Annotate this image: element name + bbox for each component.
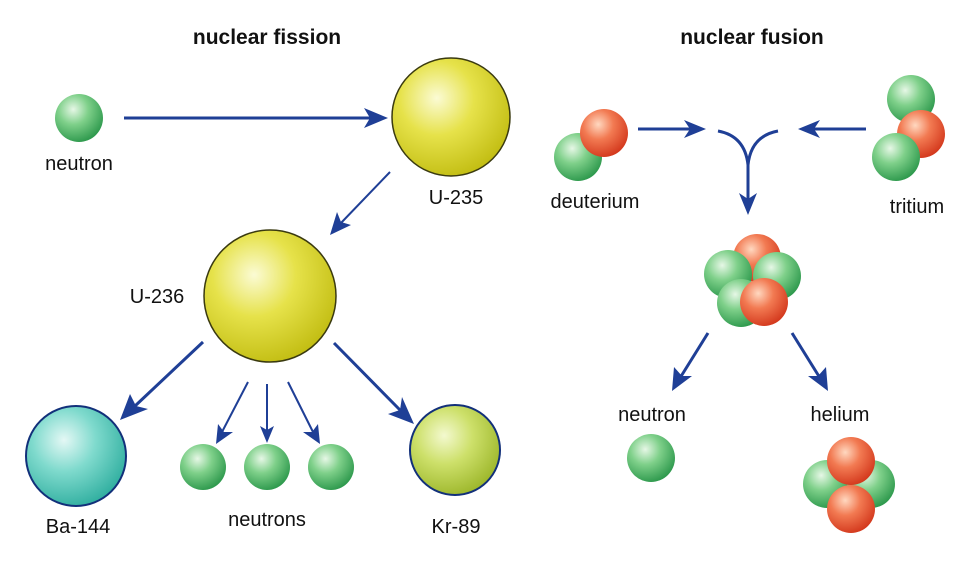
fusion-neutron-label: neutron [618, 404, 686, 426]
deuterium-nucleus [554, 109, 628, 181]
ba144-label: Ba-144 [46, 516, 111, 538]
arrow-neutron-to-u235 [124, 108, 388, 128]
tritium-neutron-particle-2 [872, 133, 920, 181]
kr89-nucleus [409, 404, 501, 496]
arrow-u236-to-neutron-2 [260, 384, 274, 443]
helium-proton-particle-1 [827, 437, 875, 485]
fused-proton-particle-2 [740, 278, 788, 326]
fusion-title: nuclear fusion [680, 26, 824, 49]
u236-nucleus [203, 229, 337, 363]
deuterium-label: deuterium [551, 191, 640, 213]
arrow-u235-to-u236 [330, 171, 391, 235]
tritium-nucleus [872, 75, 945, 181]
arrow-tritium-in [798, 120, 866, 138]
tritium-label: tritium [890, 196, 944, 218]
arrow-u236-to-ba144 [120, 340, 205, 420]
fission-title: nuclear fission [193, 26, 341, 49]
deuterium-proton-particle [580, 109, 628, 157]
arrow-u236-to-kr89 [332, 341, 414, 424]
arrow-deuterium-in [638, 120, 706, 138]
helium-label: helium [811, 404, 870, 426]
helium-nucleus [803, 437, 895, 533]
fused-nucleus [704, 234, 801, 327]
u236-label: U-236 [130, 286, 184, 308]
released-neutron-2 [244, 444, 290, 490]
released-neutron-3 [308, 444, 354, 490]
u235-label: U-235 [429, 187, 483, 209]
neutron-label: neutron [45, 153, 113, 175]
ba144-nucleus [25, 405, 127, 507]
incoming-neutron-particle [55, 94, 103, 142]
arrow-u236-to-neutron-3 [287, 381, 320, 444]
kr89-label: Kr-89 [432, 516, 481, 538]
emitted-neutron-particle [627, 434, 675, 482]
arrow-u236-to-neutron-1 [216, 381, 249, 444]
arrow-fusion-merge [717, 129, 779, 215]
helium-proton-particle-2 [827, 485, 875, 533]
arrow-to-helium [790, 332, 828, 391]
released-neutron-1 [180, 444, 226, 490]
arrow-to-neutron [672, 332, 710, 391]
neutrons-label: neutrons [228, 509, 306, 531]
u235-nucleus [391, 57, 511, 177]
